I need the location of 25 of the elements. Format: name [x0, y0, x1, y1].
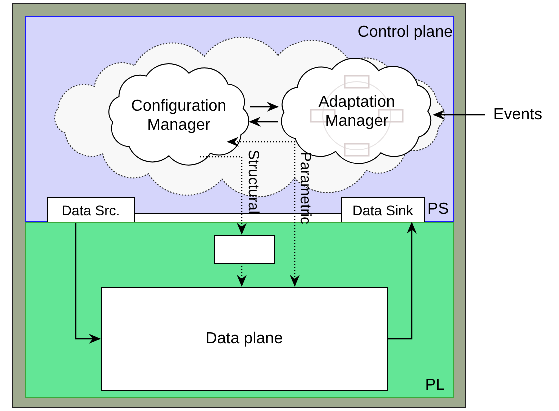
- arrow: [200, 156, 247, 235]
- arrow: [249, 117, 278, 127]
- arrow: [387, 222, 417, 340]
- arrow: [227, 137, 300, 287]
- edge-label: Structural: [246, 150, 261, 214]
- process-box: [341, 197, 425, 224]
- arrow: [237, 263, 247, 287]
- node-label: Configuration Manager: [130, 96, 228, 135]
- arrow: [250, 102, 279, 112]
- arrow: [75, 223, 101, 344]
- region-panel: [25, 222, 454, 398]
- region-label: PL: [425, 376, 445, 395]
- node-label: Data plane: [206, 329, 284, 349]
- process-box: [101, 287, 388, 391]
- process-box: [47, 197, 135, 224]
- edge-label: Parametric: [298, 152, 313, 225]
- node-label: Data Src.: [62, 202, 120, 219]
- event-label: Events: [494, 105, 542, 125]
- node-label: Adaptation Manager: [318, 92, 396, 132]
- plane-label: Control plane: [358, 23, 453, 42]
- region-panel: [25, 16, 454, 222]
- region-label: PS: [428, 200, 449, 219]
- node-label: Data Sink: [352, 202, 414, 219]
- process-box: [214, 235, 275, 264]
- arrow: [433, 110, 485, 120]
